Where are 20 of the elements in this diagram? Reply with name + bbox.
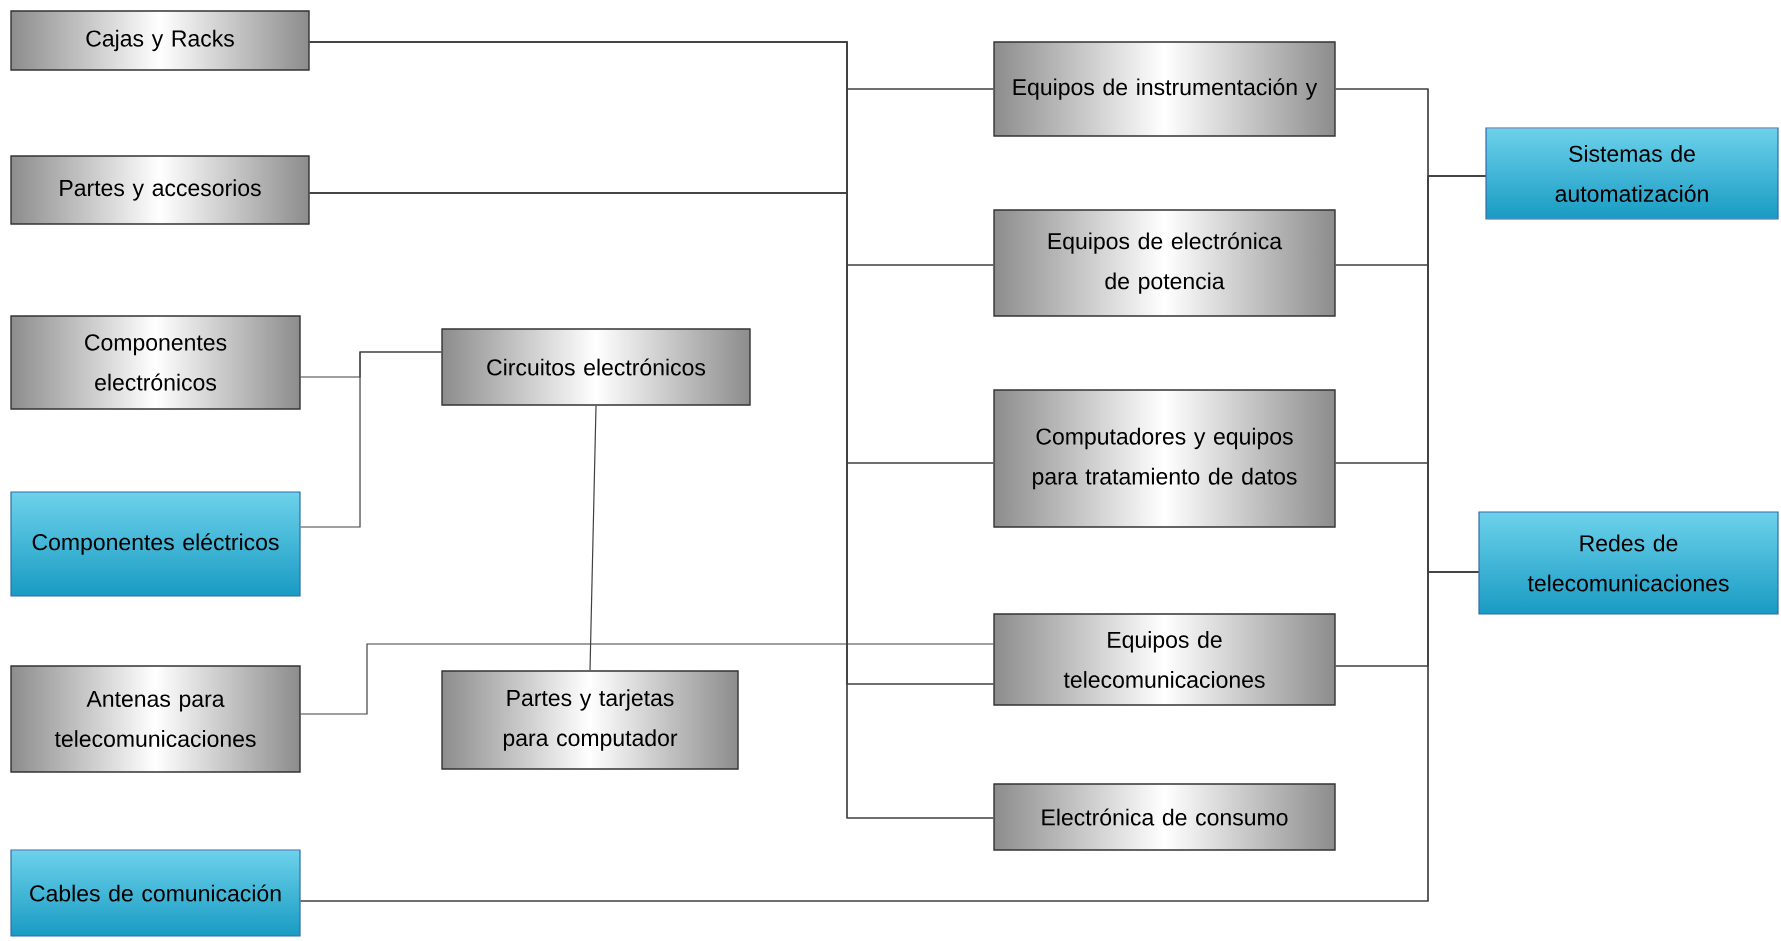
process-box: Componentes electrónicos	[10, 315, 301, 410]
connector-line	[309, 192, 994, 819]
connector-line	[300, 643, 994, 715]
process-box: Equipos de electrónica de potencia	[993, 209, 1336, 317]
process-box: Componentes eléctricos	[10, 491, 301, 597]
process-box: Partes y accesorios	[10, 155, 310, 225]
process-box: Computadores y equipos para tratamiento de datos	[993, 389, 1336, 528]
process-box: Circuitos electrónicos	[441, 328, 751, 406]
process-box: Equipos de instrumentación y	[993, 41, 1336, 137]
process-box: Antenas para telecomunicaciones	[10, 665, 301, 773]
connector-line	[589, 405, 597, 671]
process-box: Partes y tarjetas para computador	[441, 670, 739, 770]
process-box: Equipos de telecomunicaciones	[993, 613, 1336, 706]
process-box: Redes de telecomunicaciones	[1478, 511, 1779, 615]
process-box: Cajas y Racks	[10, 10, 310, 71]
connector-line	[300, 571, 1479, 902]
process-box: Sistemas de automatización	[1485, 127, 1779, 220]
process-box: Cables de comunicación	[10, 849, 301, 937]
process-box: Electrónica de consumo	[993, 783, 1336, 851]
connector-line	[300, 351, 442, 528]
